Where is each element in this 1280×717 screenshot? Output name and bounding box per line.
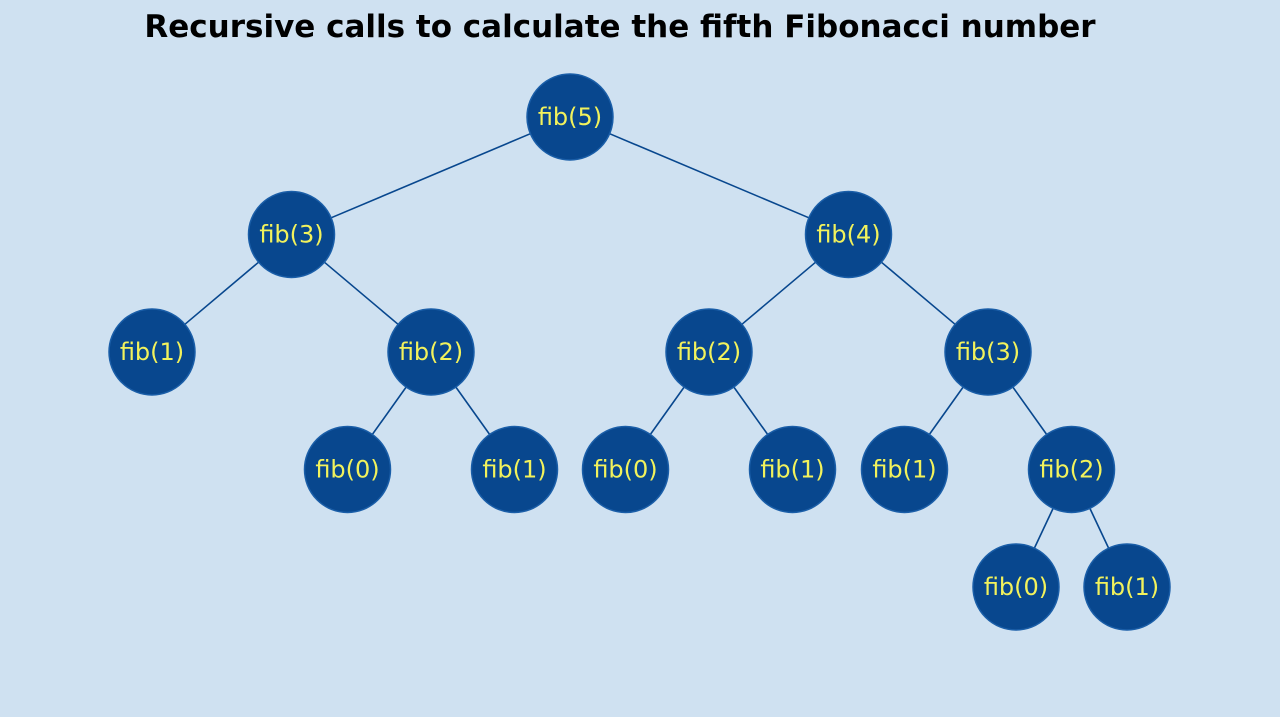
tree-node: fib(0) (303, 425, 392, 514)
tree-node: fib(3) (247, 190, 336, 279)
node-circle (581, 425, 670, 514)
diagram-title: Recursive calls to calculate the fifth F… (144, 9, 1096, 45)
node-label: fib(0) (984, 573, 1048, 601)
node-label: fib(2) (1039, 456, 1103, 484)
tree-node: fib(0) (972, 543, 1060, 631)
node-label: fib(5) (538, 103, 602, 131)
node-circle (387, 308, 475, 396)
node-circle (860, 425, 949, 514)
tree-edges (184, 132, 1110, 549)
node-circle (247, 190, 336, 279)
tree-edge (184, 261, 260, 325)
tree-edge (323, 261, 399, 325)
node-label: fib(1) (1095, 573, 1159, 601)
node-label: fib(1) (120, 338, 184, 366)
tree-edge (1089, 508, 1110, 549)
node-circle (1027, 425, 1116, 514)
node-circle (470, 425, 559, 514)
node-label: fib(1) (872, 456, 936, 484)
tree-edge (741, 261, 817, 325)
tree-edge (880, 261, 956, 325)
tree-node: fib(5) (526, 73, 614, 161)
node-circle (944, 308, 1032, 396)
tree-node: fib(4) (804, 190, 893, 279)
tree-node: fib(1) (470, 425, 559, 514)
node-label: fib(0) (315, 456, 379, 484)
node-circle (1083, 543, 1171, 631)
tree-node: fib(2) (665, 308, 753, 396)
tree-node: fib(1) (108, 308, 196, 396)
tree-node: fib(2) (1027, 425, 1116, 514)
tree-edge (330, 132, 531, 219)
tree-node: fib(0) (581, 425, 670, 514)
tree-nodes: fib(1) fib(0) fib(1) fib(2) fib(3) fib(0) fib(… (108, 73, 1171, 631)
node-label: fib(1) (482, 456, 546, 484)
node-label: fib(1) (760, 456, 824, 484)
node-label: fib(2) (399, 338, 463, 366)
tree-node: fib(2) (387, 308, 475, 396)
tree-edge (455, 386, 491, 435)
tree-edge (609, 132, 810, 219)
tree-edge (733, 386, 769, 435)
node-circle (972, 543, 1060, 631)
node-circle (303, 425, 392, 514)
node-circle (526, 73, 614, 161)
tree-edge (649, 386, 685, 435)
tree-edge (371, 386, 407, 435)
node-circle (748, 425, 837, 514)
node-label: fib(3) (956, 338, 1020, 366)
node-label: fib(2) (677, 338, 741, 366)
node-label: fib(0) (593, 456, 657, 484)
tree-edge (1012, 386, 1048, 435)
node-circle (108, 308, 196, 396)
tree-node: fib(1) (748, 425, 837, 514)
node-label: fib(4) (816, 221, 880, 249)
node-circle (665, 308, 753, 396)
node-circle (804, 190, 893, 279)
tree-node: fib(1) (1083, 543, 1171, 631)
node-label: fib(3) (259, 221, 323, 249)
tree-edge (1033, 508, 1054, 549)
tree-edge (928, 386, 964, 435)
tree-node: fib(3) (944, 308, 1032, 396)
tree-node: fib(1) (860, 425, 949, 514)
